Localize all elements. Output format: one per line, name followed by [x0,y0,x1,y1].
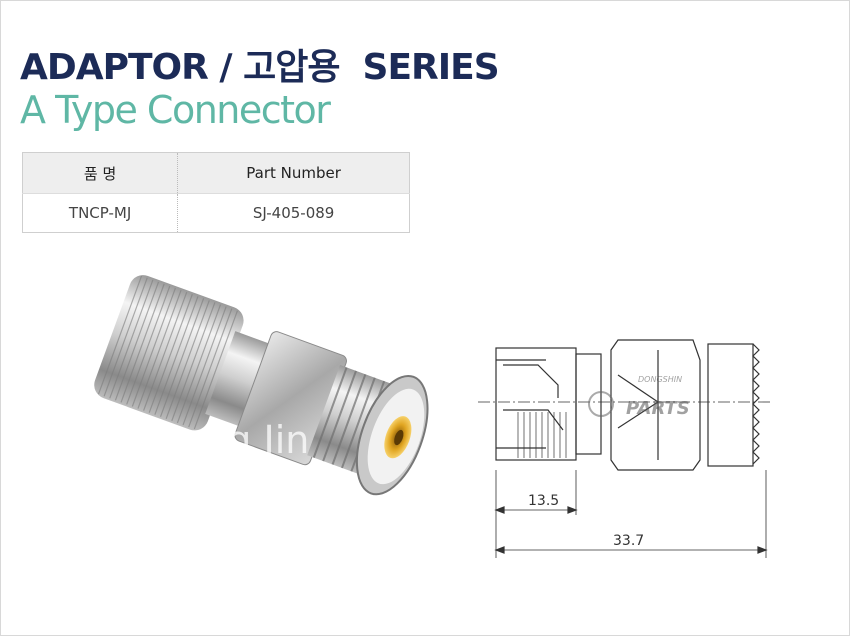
page-subtitle: A Type Connector [20,88,331,132]
logo-small-text: DONGSHIN [638,375,682,384]
table-row: TNCP-MJ SJ-405-089 [22,193,410,233]
dongshin-parts-logo: DONGSHIN PARTS [588,375,690,419]
product-name-cell: TNCP-MJ [22,193,179,233]
dimension-label-short: 13.5 [528,493,559,509]
spec-table: 품 명 Part Number TNCP-MJ SJ-405-089 [22,152,410,233]
column-header-part-number: Part Number [177,152,410,194]
dimension-label-total: 33.7 [613,533,644,549]
technical-drawing: DONGSHIN PARTS 13.5 33.7 [478,339,773,558]
page-title: ADAPTOR / 고압용 SERIES [20,47,500,88]
table-header-row: 품 명 Part Number [22,152,410,194]
part-number-cell: SJ-405-089 [177,193,410,233]
column-header-product-name: 품 명 [22,152,179,194]
logo-large-text: PARTS [626,398,690,419]
photo-watermark: Sung Jin [155,418,309,462]
product-photo: Sung Jin [94,275,429,496]
